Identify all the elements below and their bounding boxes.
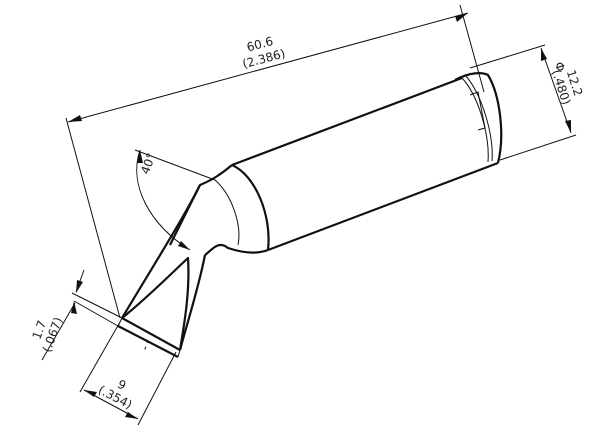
tip-thickness-dimension: 1.7 (.067) [30, 269, 123, 361]
tip-width-dimension: 9 (.354) [79, 321, 177, 426]
thickness-metric: 1.7 [30, 319, 50, 342]
tip-body [117, 72, 503, 358]
length-dimension: 60.6 (2.386) [65, 4, 485, 319]
diameter-symbol: Φ [552, 60, 568, 73]
length-metric: 60.6 [245, 34, 274, 54]
angle-dimension: 40° [134, 149, 216, 251]
angle-value: 40° [138, 151, 158, 176]
width-imperial: (.354) [96, 383, 134, 412]
